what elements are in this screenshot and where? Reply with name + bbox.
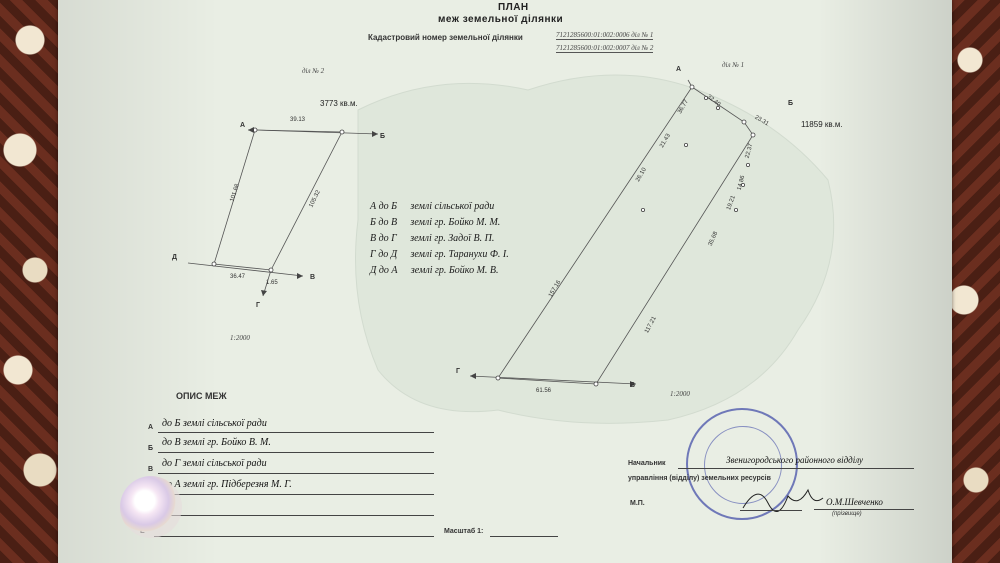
scale-line xyxy=(490,536,558,537)
boundary-row: В до Г землі гр. Задої В. П. xyxy=(370,228,509,244)
plot-left-length-bottom-left: 36.47 xyxy=(230,274,246,280)
opys-line xyxy=(154,536,434,537)
opys-letter: В xyxy=(148,466,154,473)
opys-letter: Б xyxy=(148,445,154,452)
plot-left-area: 3773 кв.м. xyxy=(320,99,358,108)
cadastral-number-2: 7121285600:01:002:0007 діл № 2 xyxy=(556,44,654,53)
boundary-from: А до Б xyxy=(370,201,398,212)
boundary-text: землі гр. Таранухи Ф. І. xyxy=(410,249,509,260)
opys-text: до А землі гр. Підберезня М. Г. xyxy=(162,479,292,490)
boundary-row: Б до В землі гр. Бойко М. М. xyxy=(370,212,509,228)
axis-d-v xyxy=(187,262,304,277)
scale-label: Масштаб 1: xyxy=(444,528,484,535)
boundary-text: землі гр. Бойко М. М. xyxy=(410,217,501,228)
plot-right-area: 11859 кв.м. xyxy=(801,120,843,129)
boundary-text: землі гр. Бойко М. В. xyxy=(410,265,499,276)
document-sheet: ПЛАН меж земельної ділянки Кадастровий н… xyxy=(58,0,952,563)
opys-text: до Б землі сільської ради xyxy=(162,418,267,429)
boundary-from: Г до Д xyxy=(370,249,398,260)
signature-scribble xyxy=(742,488,824,512)
signer-name: О.М.Шевченко xyxy=(826,497,883,507)
boundary-text: землі сільської ради xyxy=(410,201,495,212)
plot-left-point-v: В xyxy=(310,274,316,281)
plot-left-length-bottom-right: 1.65 xyxy=(266,280,278,286)
opys-letter: А xyxy=(148,424,154,431)
official-stamp xyxy=(686,408,798,520)
opys-line xyxy=(158,494,434,495)
plot-left-point-g: Г xyxy=(256,302,260,309)
signature-line xyxy=(740,510,802,511)
opys-text: до В землі гр. Бойко В. М. xyxy=(162,437,271,448)
plot-right-point-v: В xyxy=(630,382,636,389)
plot-left-scale: 1:2000 xyxy=(230,334,250,342)
signer-caption: (прізвище) xyxy=(832,511,862,517)
plot-left-length-top: 39.13 xyxy=(290,117,306,123)
plot-right-name: діл № 1 xyxy=(722,61,745,69)
opys-line xyxy=(158,473,434,474)
signer-line xyxy=(814,509,914,510)
boundary-list: А до Б землі сільської ради Б до В землі… xyxy=(370,196,509,276)
plot-right-scale: 1:2000 xyxy=(670,390,690,398)
hologram-sticker xyxy=(120,476,182,538)
boundary-row: Г до Д землі гр. Таранухи Ф. І. xyxy=(370,244,509,260)
boundary-text: землі гр. Задої В. П. xyxy=(410,233,495,244)
cadastral-map xyxy=(187,74,835,424)
plot-left-point-a: А xyxy=(240,122,246,129)
boundary-from: Д до А xyxy=(370,265,398,276)
opys-mezh-heading: ОПИС МЕЖ xyxy=(176,391,227,401)
boundary-from: Б до В xyxy=(370,217,398,228)
plot-right-length-bottom: 61.56 xyxy=(536,388,552,394)
boundary-row: А до Б землі сільської ради xyxy=(370,196,509,212)
head-line xyxy=(678,468,914,469)
opys-text: до Г землі сільської ради xyxy=(162,458,267,469)
cadastral-number-1: 7121285600:01:002:0006 діл № 1 xyxy=(556,31,654,40)
head-label: Начальник xyxy=(628,460,666,467)
boundary-from: В до Г xyxy=(370,233,397,244)
plot-right-boundary xyxy=(497,86,754,385)
cadastral-label: Кадастровий номер земельної ділянки xyxy=(368,33,523,42)
opys-line xyxy=(158,515,434,516)
axis-a-b-left xyxy=(254,129,379,135)
document-subtitle: меж земельної ділянки xyxy=(438,14,564,25)
boundary-row: Д до А землі гр. Бойко М. В. xyxy=(370,260,509,276)
watermark-map xyxy=(355,74,835,424)
head-value: Звенигородського районного відділу xyxy=(726,455,863,465)
plot-left-point-b: Б xyxy=(380,133,386,140)
plot-left-point-d: Д xyxy=(172,254,177,261)
plot-right-point-a: А xyxy=(676,66,682,73)
opys-line xyxy=(158,452,434,453)
document-title: ПЛАН xyxy=(498,2,529,13)
plot-right-point-b: Б xyxy=(788,100,794,107)
plot-left-name: діл № 2 xyxy=(302,67,325,75)
opys-line xyxy=(158,432,434,433)
plot-right-point-g: Г xyxy=(456,368,460,375)
mp-label: М.П. xyxy=(630,500,645,507)
dept-label: управління (відділу) земельних ресурсів xyxy=(628,475,771,482)
